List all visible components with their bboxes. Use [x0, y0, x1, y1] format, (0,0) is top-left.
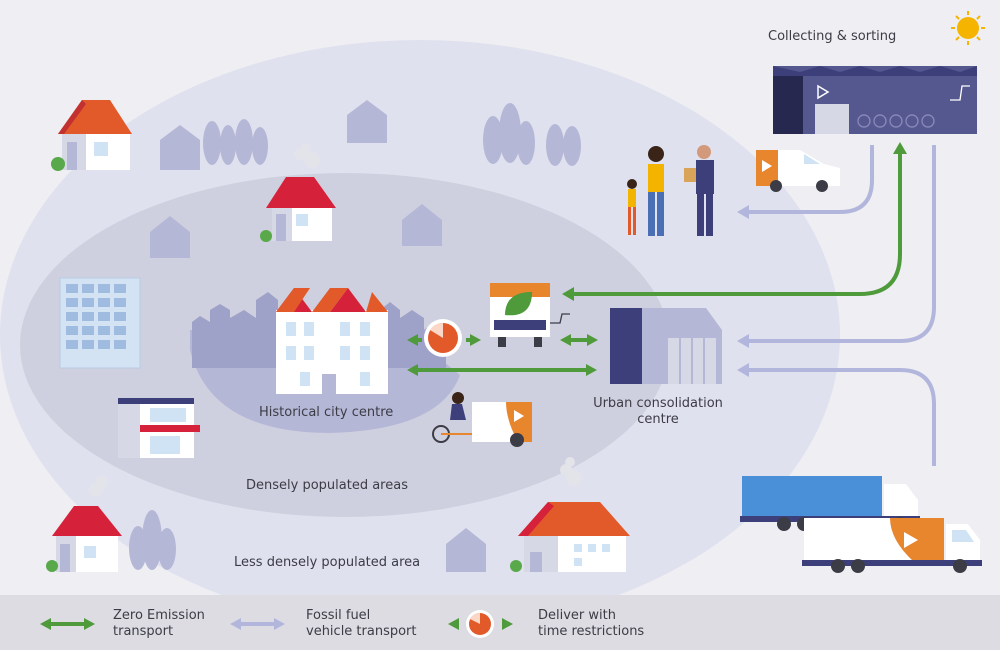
legend-time-restriction-line1: Deliver with: [538, 608, 616, 623]
arrow-head: [407, 334, 598, 376]
legend-zero-emission-label: Zero Emission transport: [113, 608, 205, 640]
legend-fossil-fuel-label: Fossil fuel vehicle transport: [306, 608, 417, 640]
legend: Zero Emission transport Fossil fuel vehi…: [0, 595, 1000, 650]
delivery-van-icon: [756, 150, 840, 192]
fossil-fuel-arrow: [745, 145, 936, 466]
urban-label-line2: centre: [637, 412, 679, 427]
truck-icon: [802, 518, 982, 573]
house-icon: [46, 476, 122, 572]
urban-consolidation-centre-building: [610, 308, 722, 384]
less-densely-populated-label: Less densely populated area: [234, 555, 421, 570]
densely-populated-label: Densely populated areas: [246, 478, 408, 493]
shop-icon: [118, 398, 200, 458]
legend-zero-emission-line2: transport: [113, 624, 174, 639]
legend-zero-emission-line1: Zero Emission: [113, 608, 205, 623]
legend-time-restriction-line2: time restrictions: [538, 624, 645, 639]
clock-icon: [424, 319, 462, 357]
historical-city-centre-label: Historical city centre: [259, 405, 394, 420]
urban-consolidation-centre-label: Urban consolidation centre: [590, 396, 726, 428]
office-building-icon: [59, 277, 141, 369]
cargo-bike-icon: [432, 392, 532, 447]
house-icon: [510, 457, 630, 572]
arrow-head: [562, 287, 574, 301]
legend-fossil-fuel-line1: Fossil fuel: [306, 608, 371, 623]
tree-icon: [129, 510, 176, 570]
historic-building-icon: [276, 288, 388, 394]
sun-icon: [951, 11, 985, 45]
collecting-sorting-label: Collecting & sorting: [768, 29, 897, 44]
zero-emission-arrow: [570, 150, 902, 296]
tree-icon: [483, 103, 581, 166]
tree-icon: [160, 119, 268, 170]
legend-time-restriction-swatch: [448, 610, 513, 638]
historic-buildings-silhouette: [192, 292, 446, 368]
urban-label-line1: Urban consolidation: [593, 396, 723, 411]
legend-swatches: [40, 610, 513, 638]
house-icon: [260, 143, 336, 242]
people-parcel-handover-icon: [627, 145, 714, 236]
house-icon: [150, 100, 486, 572]
legend-fossil-fuel-swatch: [230, 618, 285, 630]
house-icon: [51, 100, 132, 171]
sorting-centre-building: [773, 66, 977, 134]
legend-time-restriction-label: Deliver with time restrictions: [538, 608, 644, 640]
legend-fossil-fuel-line2: vehicle transport: [306, 624, 417, 639]
electric-van-icon: [490, 283, 570, 347]
legend-zero-emission-swatch: [40, 618, 95, 630]
arrow-head: [893, 142, 907, 154]
arrow-head: [737, 205, 749, 377]
